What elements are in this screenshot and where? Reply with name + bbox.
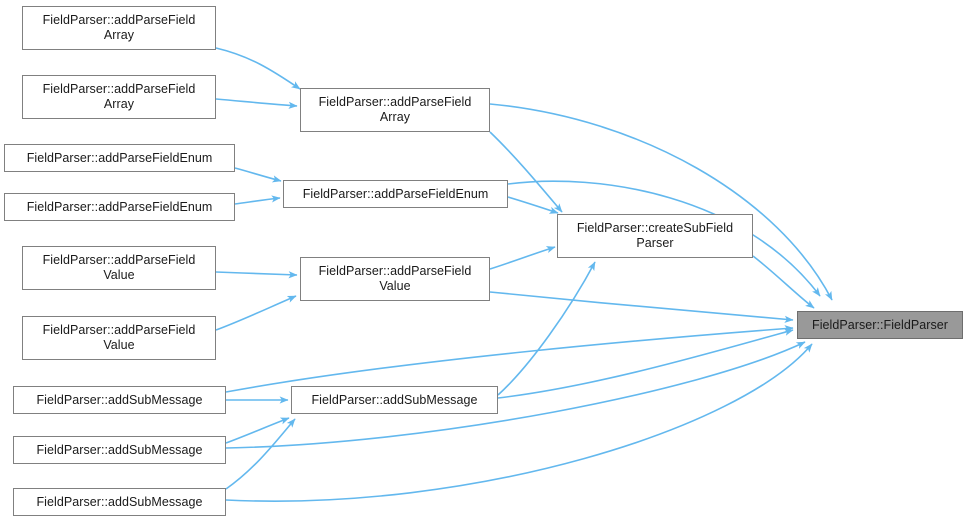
graph-edge-n6-to-n12: [215, 295, 297, 331]
graph-edge-n12-to-n14: [489, 246, 556, 270]
graph-node-label: FieldParser::createSubField Parser: [576, 221, 734, 250]
graph-edge-n10-to-n14: [489, 131, 563, 213]
graph-edge-n14-to-n15: [752, 255, 815, 309]
graph-node-label: FieldParser::addParseField Value: [42, 253, 196, 282]
graph-edge-n8-to-n15: [225, 341, 806, 449]
graph-edge-n2-to-n10: [215, 98, 298, 109]
graph-node-label: FieldParser::addSubMessage: [36, 442, 203, 457]
graph-node-n1[interactable]: FieldParser::addParseField Array: [22, 6, 216, 50]
graph-edge-n11-to-n15: [507, 180, 821, 297]
graph-node-n4[interactable]: FieldParser::addParseFieldEnum: [4, 193, 235, 221]
graph-edge-n9-to-n15: [225, 343, 813, 502]
graph-edge-n3-to-n11: [234, 167, 282, 183]
graph-node-label: FieldParser::addParseFieldEnum: [302, 186, 489, 201]
graph-node-n8[interactable]: FieldParser::addSubMessage: [13, 436, 226, 464]
graph-edge-n9-to-n13: [225, 418, 296, 490]
graph-node-n12[interactable]: FieldParser::addParseField Value: [300, 257, 490, 301]
graph-edge-n10-to-n15: [489, 103, 833, 301]
graph-node-n15[interactable]: FieldParser::FieldParser: [797, 311, 963, 339]
graph-node-label: FieldParser::addParseField Value: [318, 264, 472, 293]
graph-node-label: FieldParser::addParseField Array: [42, 13, 196, 42]
graph-node-n10[interactable]: FieldParser::addParseField Array: [300, 88, 490, 132]
graph-node-n2[interactable]: FieldParser::addParseField Array: [22, 75, 216, 119]
graph-node-n11[interactable]: FieldParser::addParseFieldEnum: [283, 180, 508, 208]
graph-edge-n7-to-n15: [225, 325, 794, 393]
graph-edge-n12-to-n15: [489, 291, 794, 323]
graph-node-n3[interactable]: FieldParser::addParseFieldEnum: [4, 144, 235, 172]
graph-edge-n13-to-n14: [497, 261, 596, 396]
graph-node-label: FieldParser::addParseField Value: [42, 323, 196, 352]
graph-node-n6[interactable]: FieldParser::addParseField Value: [22, 316, 216, 360]
graph-node-label: FieldParser::addParseField Array: [318, 95, 472, 124]
graph-node-n14[interactable]: FieldParser::createSubField Parser: [557, 214, 753, 258]
graph-edge-n5-to-n12: [215, 271, 298, 279]
graph-node-label: FieldParser::addSubMessage: [311, 392, 478, 407]
graph-node-n13[interactable]: FieldParser::addSubMessage: [291, 386, 498, 414]
graph-edge-n4-to-n11: [234, 195, 281, 205]
graph-node-label: FieldParser::addParseFieldEnum: [26, 150, 213, 165]
graph-edge-n8-to-n13: [225, 417, 290, 444]
graph-edge-n1-to-n10: [215, 47, 301, 90]
graph-node-label: FieldParser::addSubMessage: [36, 392, 203, 407]
graph-node-label: FieldParser::addSubMessage: [36, 494, 203, 509]
graph-node-n9[interactable]: FieldParser::addSubMessage: [13, 488, 226, 516]
graph-node-label: FieldParser::FieldParser: [812, 317, 948, 332]
graph-node-n7[interactable]: FieldParser::addSubMessage: [13, 386, 226, 414]
graph-node-label: FieldParser::addParseFieldEnum: [26, 199, 213, 214]
graph-edge-n13-to-n15: [497, 328, 794, 399]
graph-node-label: FieldParser::addParseField Array: [42, 82, 196, 111]
graph-node-n5[interactable]: FieldParser::addParseField Value: [22, 246, 216, 290]
graph-edge-n11-to-n14: [507, 196, 559, 214]
